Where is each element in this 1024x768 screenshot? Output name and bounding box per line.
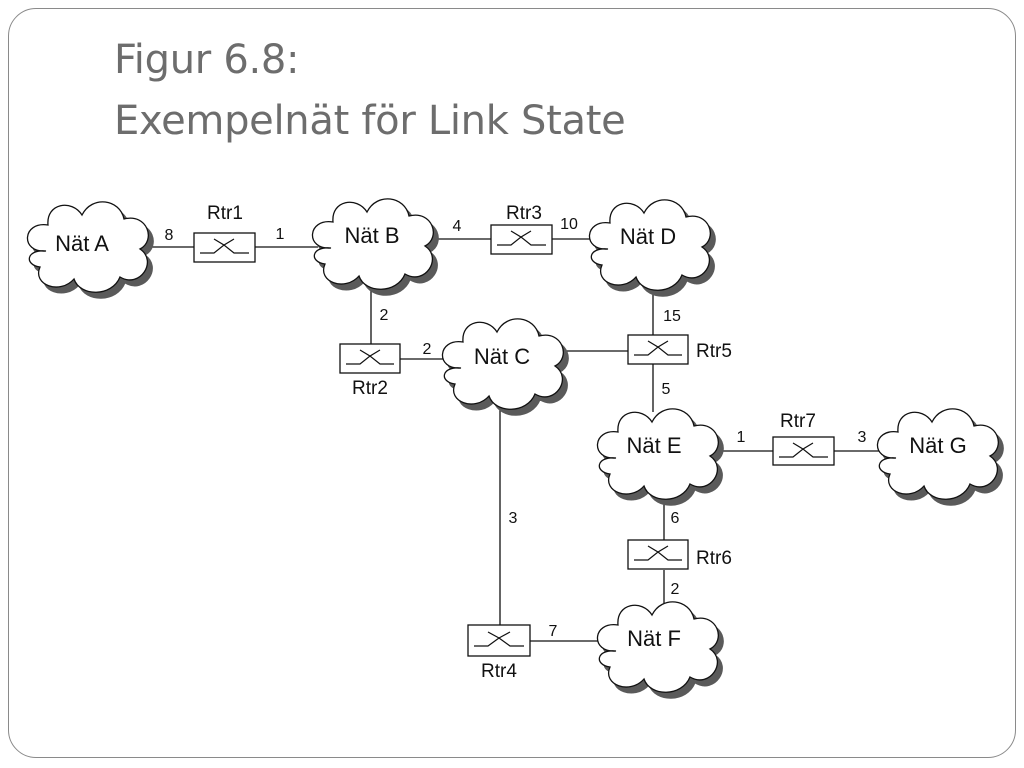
cost-label: 2 xyxy=(423,341,432,358)
slide-title-line-1: Figur 6.8: xyxy=(114,37,300,83)
net-d-label: Nät D xyxy=(620,224,676,249)
cost-label: 3 xyxy=(858,429,867,446)
router-rtr3 xyxy=(490,224,553,255)
cloud-net-d: Nät D xyxy=(588,199,716,297)
cost-label: 2 xyxy=(671,581,680,598)
net-c-label: Nät C xyxy=(474,344,530,369)
net-f-label: Nät F xyxy=(627,626,681,651)
router-symbol-icon xyxy=(634,340,682,356)
router-symbol-icon xyxy=(634,545,682,561)
router-rtr7 xyxy=(772,436,835,466)
rtr5-label: Rtr5 xyxy=(696,341,732,362)
cost-label: 8 xyxy=(165,227,174,244)
slide-title-line-2: Exempelnät för Link State xyxy=(114,98,626,144)
cost-label: 6 xyxy=(671,510,680,527)
net-a-label: Nät A xyxy=(55,231,109,256)
cloud-net-g: Nät G xyxy=(876,408,1004,506)
cost-label: 1 xyxy=(276,226,285,243)
cloud-net-e: Nät E xyxy=(596,408,724,506)
router-rtr1 xyxy=(193,232,256,263)
rtr4-label: Rtr4 xyxy=(481,661,517,682)
cost-label: 7 xyxy=(549,623,558,640)
rtr1-label: Rtr1 xyxy=(207,203,243,224)
cost-label: 1 xyxy=(737,429,746,446)
cloud-net-c: Nät C xyxy=(441,318,569,416)
rtr6-label: Rtr6 xyxy=(696,548,732,569)
cost-label: 3 xyxy=(509,510,518,527)
router-symbol-icon xyxy=(346,349,394,365)
cost-label: 5 xyxy=(662,381,671,398)
router-rtr5 xyxy=(627,334,689,365)
cloud-net-b: Nät B xyxy=(311,198,439,296)
rtr7-label: Rtr7 xyxy=(780,411,816,432)
net-g-label: Nät G xyxy=(909,433,966,458)
cloud-net-f: Nät F xyxy=(596,601,724,699)
cost-label: 15 xyxy=(663,308,681,325)
router-symbol-icon xyxy=(200,238,249,254)
router-rtr2 xyxy=(339,343,401,374)
router-symbol-icon xyxy=(779,442,828,458)
cloud-net-a: Nät A xyxy=(26,201,154,299)
connection-lines xyxy=(140,238,883,642)
net-b-label: Nät B xyxy=(344,223,399,248)
rtr3-label: Rtr3 xyxy=(506,203,542,224)
cost-label: 10 xyxy=(560,216,578,233)
router-rtr6 xyxy=(627,539,689,570)
cost-label: 2 xyxy=(380,307,389,324)
router-symbol-icon xyxy=(497,230,546,246)
router-rtr4 xyxy=(467,624,531,657)
rtr2-label: Rtr2 xyxy=(352,378,388,399)
net-e-label: Nät E xyxy=(626,433,681,458)
router-symbol-icon xyxy=(474,631,524,647)
cost-label: 4 xyxy=(453,218,462,235)
